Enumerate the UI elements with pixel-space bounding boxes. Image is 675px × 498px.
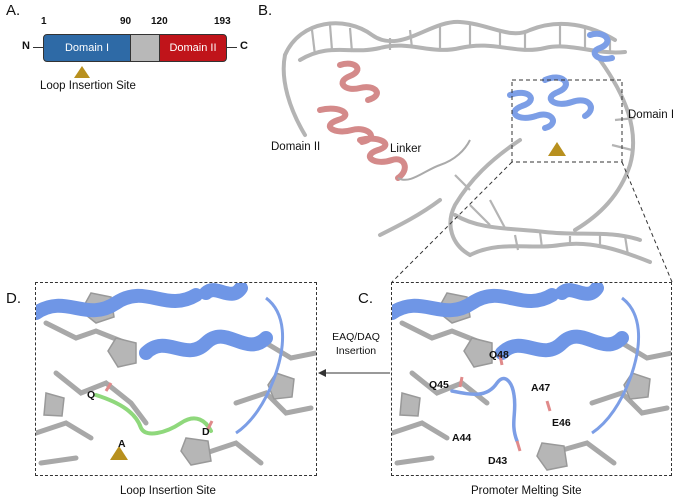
n-terminus-line (33, 47, 43, 48)
inserted-loop (94, 393, 213, 436)
residue-label-e46: E46 (552, 417, 571, 429)
residue-label-a47: A47 (531, 382, 551, 394)
loop-insertion-site-label: Loop Insertion Site (40, 80, 136, 92)
panel-c-box: Q48 Q45 A47 E46 A44 D43 (391, 282, 672, 476)
residue-sidechains (458, 354, 552, 452)
dna-sticks (392, 320, 671, 466)
panel-letter-a: A. (6, 2, 21, 19)
panel-letter-c: C. (358, 290, 373, 307)
helix-ribbons (392, 283, 629, 360)
n-terminus-label: N (22, 40, 30, 52)
helix-ribbons (36, 283, 273, 360)
residue-label-q: Q (87, 389, 96, 401)
tick-1: 1 (41, 16, 47, 27)
domain-i-structure-label: Domain I (628, 109, 675, 121)
dna-sticks (36, 320, 316, 466)
melting-loop (450, 376, 519, 443)
zoom-guide-right (621, 161, 673, 283)
panel-letter-d: D. (6, 290, 21, 307)
zoom-guide-left (391, 161, 513, 283)
domain-i-bar: Domain I (43, 34, 131, 62)
linker-structure-label: Linker (390, 143, 422, 155)
linker-bar (131, 34, 159, 62)
residue-label-d: D (202, 426, 210, 438)
arrow-label-line-1: EAQ/DAQ (332, 331, 380, 343)
panel-d-box: Q A D (35, 282, 317, 476)
dna-rings (399, 292, 651, 471)
residue-label-q48: Q48 (489, 349, 509, 361)
dna-rings (43, 292, 295, 466)
loop-trace (235, 296, 285, 435)
residue-label-d43: D43 (488, 455, 508, 467)
insertion-arrow-label: EAQ/DAQ Insertion (328, 330, 384, 358)
panel-d-caption: Loop Insertion Site (120, 485, 216, 497)
loop-trace (591, 296, 641, 435)
zoom-region-box (511, 79, 623, 163)
insertion-site-marker-icon (110, 446, 128, 460)
c-terminus-label: C (240, 40, 248, 52)
arrow-label-line-2: Insertion (335, 345, 377, 357)
panel-c-caption: Promoter Melting Site (471, 485, 582, 497)
tick-120: 120 (151, 16, 168, 27)
domain-ii-helices (317, 60, 408, 181)
residue-label-a44: A44 (452, 432, 472, 444)
domain-ii-bar: Domain II (159, 34, 227, 62)
residue-sidechains (104, 382, 214, 430)
dna-backbone (281, 19, 652, 264)
tick-90: 90 (120, 16, 132, 27)
residue-label-q45: Q45 (429, 379, 449, 391)
linker-trace (397, 139, 471, 181)
residue-label-a: A (118, 438, 126, 450)
domain-ii-structure-label: Domain II (271, 141, 321, 153)
c-terminus-line (227, 47, 237, 48)
tick-193: 193 (214, 16, 231, 27)
panel-letter-b: B. (258, 2, 273, 19)
insertion-site-marker-icon (548, 142, 566, 156)
